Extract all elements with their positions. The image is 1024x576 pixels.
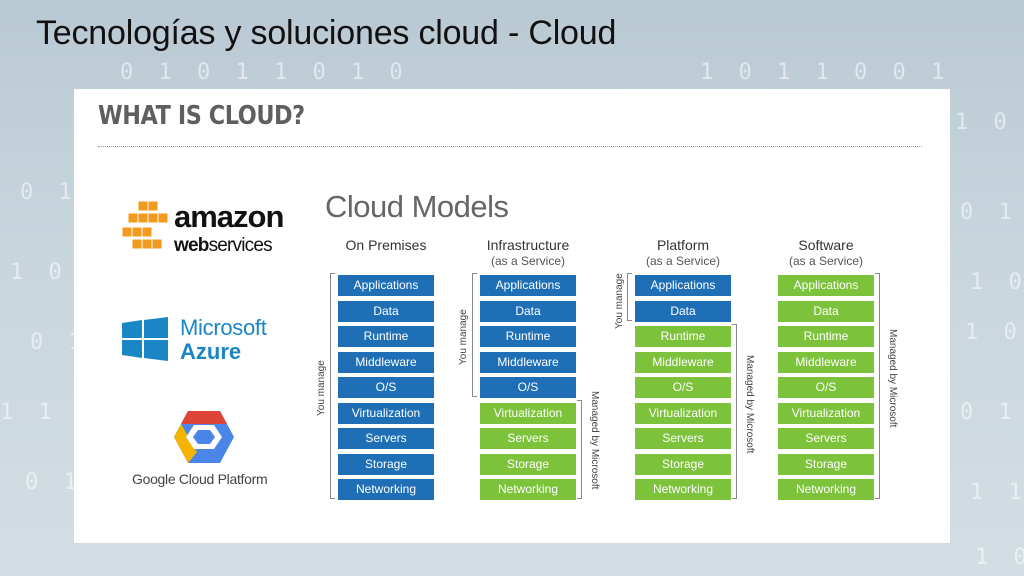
amazon-web-services-logo: amazon webservices <box>122 199 284 259</box>
layer-storage: Storage <box>635 453 731 475</box>
gcp-logo-text: Google Cloud Platform <box>132 471 268 487</box>
column-title: Software <box>798 237 854 253</box>
layer-servers: Servers <box>338 428 434 449</box>
layer-networking: Networking <box>480 479 576 500</box>
azure-logo-microsoft: Microsoft <box>180 315 267 340</box>
layer-runtime: Runtime <box>480 326 576 347</box>
you-manage-label: You manage <box>458 309 469 365</box>
layer-servers: Servers <box>635 428 731 449</box>
column-on-premises: On Premises Applications Data Runtime Mi… <box>338 237 434 500</box>
column-title: On Premises <box>345 237 427 253</box>
what-is-cloud-heading: WHAT IS CLOUD? <box>98 101 305 131</box>
column-infrastructure-as-a-service: Infrastructure (as a Service) Applicatio… <box>480 237 576 500</box>
google-cloud-platform-logo: Google Cloud Platform <box>122 407 292 497</box>
slide-title: Tecnologías y soluciones cloud - Cloud <box>36 14 617 52</box>
column-subtitle: (as a Service) <box>490 254 566 268</box>
layer-runtime: Runtime <box>778 326 874 347</box>
layer-data: Data <box>480 300 576 322</box>
aws-logo-amazon: amazon <box>174 199 284 234</box>
layer-networking: Networking <box>338 479 434 500</box>
column-subtitle: (as a Service) <box>645 254 721 268</box>
managed-by-brace <box>577 400 582 499</box>
layer-virtualization: Virtualization <box>338 402 434 424</box>
layer-storage: Storage <box>778 453 874 475</box>
layer-applications: Applications <box>480 275 576 296</box>
layer-middleware: Middleware <box>338 351 434 373</box>
column-platform-as-a-service: Platform (as a Service) Applications Dat… <box>635 237 731 500</box>
slide-image-panel: WHAT IS CLOUD? amazon webservices Micros… <box>74 89 950 543</box>
aws-logo-webservices: webservices <box>174 235 273 256</box>
managed-by-label: Managed by Microsoft <box>744 355 755 454</box>
windows-icon <box>122 317 168 361</box>
layer-virtualization: Virtualization <box>635 402 731 424</box>
layer-data: Data <box>338 300 434 322</box>
layer-storage: Storage <box>338 453 434 475</box>
layer-os: O/S <box>338 377 434 398</box>
cloud-models-title: Cloud Models <box>325 189 509 224</box>
layer-stack: Applications Data Runtime Middleware O/S… <box>635 275 731 505</box>
you-manage-label: You manage <box>316 360 327 416</box>
you-manage-brace <box>472 273 477 397</box>
layer-storage: Storage <box>480 453 576 475</box>
layer-middleware: Middleware <box>778 351 874 373</box>
dotted-divider <box>98 146 922 147</box>
layer-stack: Applications Data Runtime Middleware O/S… <box>338 275 434 505</box>
layer-virtualization: Virtualization <box>480 402 576 424</box>
managed-by-label: Managed by Microsoft <box>887 329 898 428</box>
you-manage-label: You manage <box>614 273 625 329</box>
layer-data: Data <box>635 300 731 322</box>
layer-servers: Servers <box>480 428 576 449</box>
layer-applications: Applications <box>635 275 731 296</box>
layer-os: O/S <box>480 377 576 398</box>
layer-applications: Applications <box>778 275 874 296</box>
layer-middleware: Middleware <box>480 351 576 373</box>
managed-by-brace <box>875 273 880 499</box>
layer-runtime: Runtime <box>338 326 434 347</box>
managed-by-brace <box>732 324 737 499</box>
layer-stack: Applications Data Runtime Middleware O/S… <box>480 275 576 505</box>
layer-applications: Applications <box>338 275 434 296</box>
google-cloud-hexagon-icon <box>174 411 234 463</box>
microsoft-azure-logo: Microsoft Azure <box>122 315 282 365</box>
layer-networking: Networking <box>778 479 874 500</box>
layer-networking: Networking <box>635 479 731 500</box>
column-title: Platform <box>656 237 710 253</box>
column-title: Infrastructure <box>486 237 570 253</box>
column-software-as-a-service: Software (as a Service) Applications Dat… <box>778 237 874 500</box>
layer-os: O/S <box>778 377 874 398</box>
layer-stack: Applications Data Runtime Middleware O/S… <box>778 275 874 505</box>
layer-servers: Servers <box>778 428 874 449</box>
layer-os: O/S <box>635 377 731 398</box>
azure-logo-azure: Azure <box>180 339 242 364</box>
you-manage-brace <box>627 273 632 321</box>
layer-middleware: Middleware <box>635 351 731 373</box>
layer-data: Data <box>778 300 874 322</box>
managed-by-label: Managed by Microsoft <box>589 391 600 490</box>
layer-virtualization: Virtualization <box>778 402 874 424</box>
layer-runtime: Runtime <box>635 326 731 347</box>
you-manage-brace <box>330 273 335 499</box>
aws-cubes-icon <box>122 201 169 250</box>
column-subtitle: (as a Service) <box>788 254 864 268</box>
